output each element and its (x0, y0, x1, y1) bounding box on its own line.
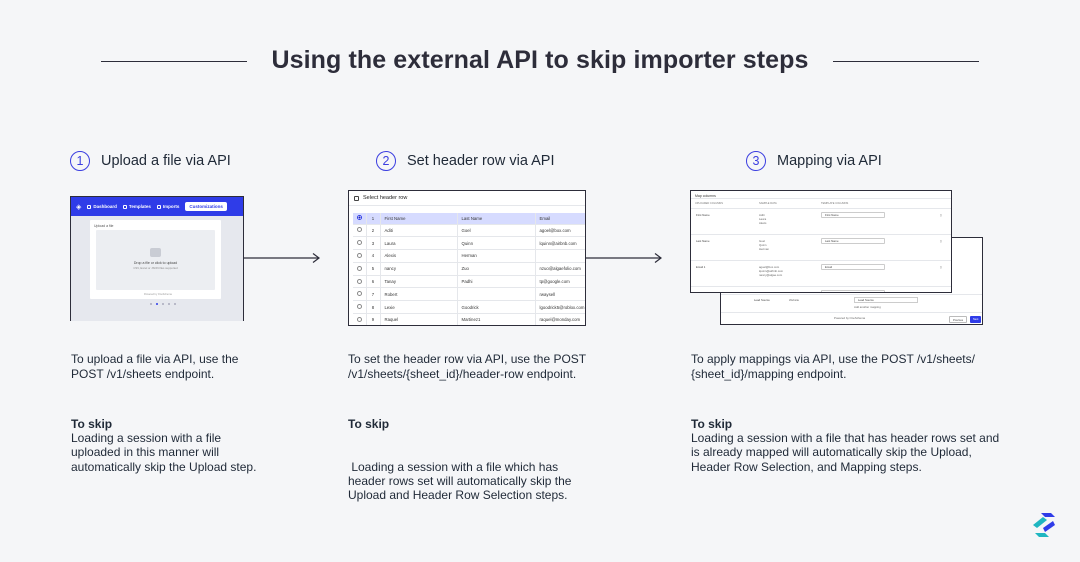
title-rule-right (833, 61, 979, 62)
previous-button: Previous (949, 316, 968, 323)
upload-file-icon (150, 248, 161, 257)
radio-icon (356, 240, 362, 246)
dropzone-title: Drop a file or click to upload (133, 261, 178, 265)
mapping-column-headers: UPLOADED COLUMNS SAMPLE DATA TEMPLATE CO… (691, 199, 951, 209)
title-row: Using the external API to skip importer … (0, 44, 1080, 80)
delete-icon: ▯ (940, 213, 942, 217)
header-row-screenshot: Select header row 1 First Name Last Name… (348, 190, 586, 326)
radio-icon (356, 304, 362, 310)
radio-selected-icon (356, 215, 362, 221)
arrow-2-icon (586, 253, 662, 263)
mapping-footer: Powered by OneSchema Previous Next (721, 312, 982, 324)
step-3-label: Mapping via API (777, 153, 882, 169)
mapping-back-row: Lead Source Website Lead Source Add anot… (721, 294, 982, 314)
upload-screenshot: ◈ Dashboard Templates Imports Customizat… (70, 196, 244, 321)
upload-page-dots (150, 303, 176, 305)
step-2-skip-heading: To skip (348, 417, 390, 431)
radio-icon (356, 278, 362, 284)
mapping-powered-by: Powered by OneSchema (834, 316, 866, 320)
nav-customizations: Customizations (185, 202, 227, 211)
upload-card-label: Upload a file (94, 224, 114, 228)
nav-templates: Templates (122, 204, 151, 209)
nav-imports: Imports (156, 204, 179, 209)
step-1-number: 1 (70, 151, 90, 171)
step-3-description: To apply mappings via API, use the POST … (691, 352, 975, 381)
header-row-title-bar: Select header row (349, 191, 585, 206)
table-header-row: 1 First Name Last Name Email (353, 213, 585, 225)
upload-screenshot-body: Upload a file Drop a file or click to up… (71, 216, 243, 321)
step-1-skip-heading: To skip (71, 417, 113, 431)
delete-icon: ▯ (940, 265, 942, 269)
next-button: Next (970, 316, 982, 323)
step-2-description: To set the header row via API, use the P… (348, 352, 587, 381)
table-icon (354, 195, 359, 201)
nav-dashboard: Dashboard (87, 204, 117, 209)
upload-card: Upload a file Drop a file or click to up… (90, 220, 221, 299)
radio-icon (356, 291, 362, 297)
step-2-label: Set header row via API (407, 153, 555, 169)
step-3-number: 3 (746, 151, 766, 171)
step-1-header: 1 Upload a file via API (70, 150, 231, 172)
delete-icon: ▯ (940, 291, 942, 293)
oneschema-logo-icon (1033, 513, 1055, 537)
step-2-header: 2 Set header row via API (376, 150, 555, 172)
nav-logo-icon: ◈ (76, 203, 82, 211)
step-3-skip-text: Loading a session with a file that has h… (691, 431, 1000, 474)
step-1-label: Upload a file via API (101, 153, 231, 169)
upload-dropzone: Drop a file or click to upload CSV, Exce… (96, 230, 215, 290)
radio-icon (356, 265, 362, 271)
mapping-screenshot-front: Map columns UPLOADED COLUMNS SAMPLE DATA… (690, 190, 952, 293)
step-3-header: 3 Mapping via API (746, 150, 882, 172)
step-3-skip-heading: To skip (691, 417, 733, 431)
upload-powered-by: Powered by OneSchema (144, 293, 172, 296)
page-title: Using the external API to skip importer … (271, 46, 809, 74)
upload-screenshot-nav: ◈ Dashboard Templates Imports Customizat… (71, 197, 243, 216)
step-2-number: 2 (376, 151, 396, 171)
header-row-title: Select header row (363, 195, 408, 201)
dropzone-subtitle: CSV, Excel or JSON files supported (133, 266, 178, 270)
arrow-1-icon (244, 253, 320, 263)
radio-icon (356, 227, 362, 233)
title-rule-left (101, 61, 247, 62)
radio-icon (356, 316, 362, 322)
delete-icon: ▯ (940, 239, 942, 243)
mapping-title: Map columns (691, 191, 951, 199)
radio-icon (356, 252, 362, 258)
